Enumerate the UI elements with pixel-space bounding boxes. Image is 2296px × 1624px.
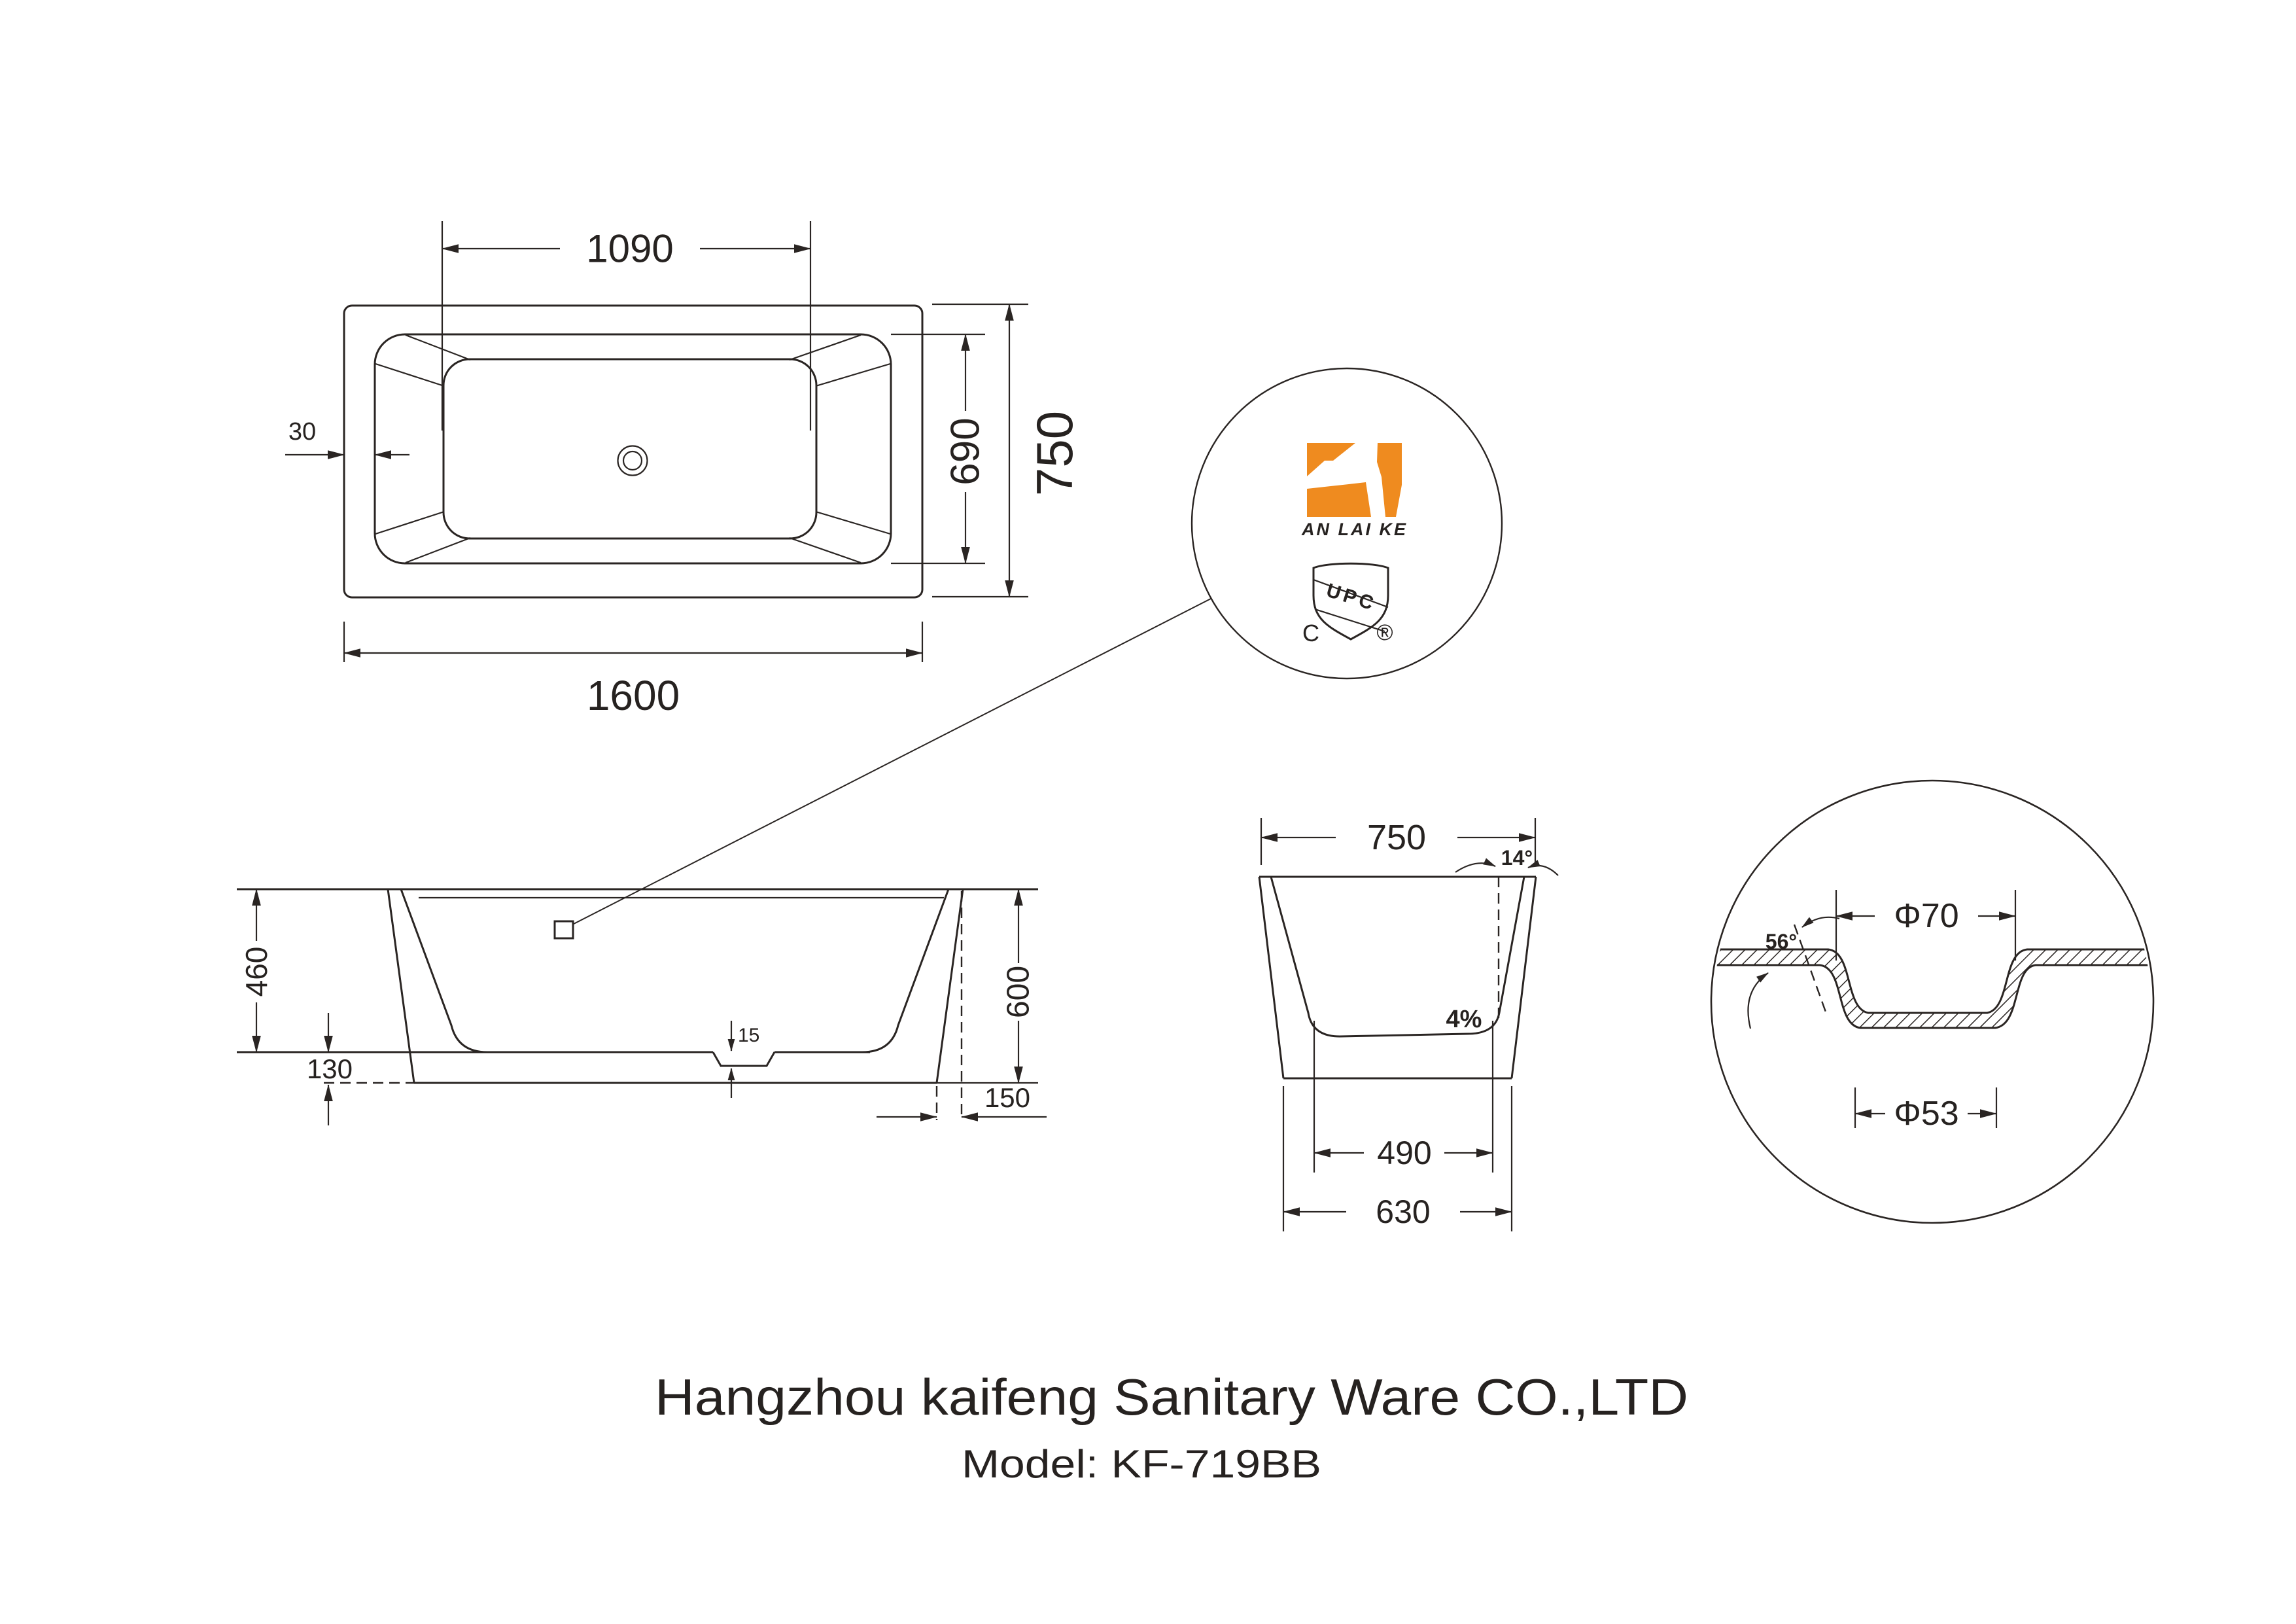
dim-recess-depth: 15: [727, 1021, 759, 1098]
dim-outer-length: 1600: [343, 622, 924, 719]
end-view: 750 14° 4% 490 630: [1258, 818, 1559, 1231]
dim-label-630: 630: [1376, 1193, 1430, 1230]
dim-label-600: 600: [1001, 966, 1036, 1018]
dim-inner-length: 1090: [441, 221, 812, 431]
detail-circle: [1710, 779, 2155, 1224]
dim-label-30: 30: [288, 418, 316, 446]
cert-r-label: ®: [1376, 620, 1393, 645]
dim-label-56deg: 56°: [1765, 930, 1797, 953]
brand-name-label: AN LAI KE: [1301, 520, 1408, 539]
dim-label-1600: 1600: [587, 672, 680, 719]
dim-base-width: 630: [1282, 1086, 1513, 1231]
drain-icon: [617, 445, 648, 476]
dim-label-14deg: 14°: [1501, 846, 1533, 870]
dim-depth: 460: [239, 889, 273, 1053]
dim-label-750-end: 750: [1367, 818, 1426, 857]
dim-skirt-height: 130: [307, 1013, 353, 1125]
leader-line: [573, 598, 1211, 925]
dim-label-15: 15: [738, 1025, 759, 1046]
model-number: Model: KF-719BB: [962, 1442, 1321, 1486]
dim-inner-width: 690: [891, 333, 988, 565]
dim-outer-width: 750: [932, 303, 1083, 598]
drain-detail: Φ70 Φ53 56°: [1710, 779, 2155, 1224]
overflow-icon: [553, 920, 574, 940]
plan-basin-edge: [442, 358, 818, 540]
dim-label-150: 150: [984, 1082, 1030, 1113]
dim-rim-lip: 30: [285, 418, 409, 459]
dim-label-750-plan: 750: [1026, 411, 1083, 496]
dim-slope-angle: 56°: [1747, 916, 1840, 1029]
upc-shield-icon: UPC: [1312, 562, 1389, 641]
dim-floor-width: 490: [1313, 1021, 1494, 1173]
dim-end-outer-width: 750: [1260, 818, 1537, 865]
plan-rim-edge: [374, 333, 892, 565]
dim-base-inset: 150: [877, 891, 1047, 1121]
brand-logo-icon: [1307, 443, 1402, 517]
floor-section-hatch: [1714, 948, 2151, 1029]
title-block: Hangzhou kaifeng Sanitary Ware CO.,LTD M…: [655, 1368, 1688, 1486]
dim-label-4pct: 4%: [1446, 1006, 1482, 1033]
brand-bubble: AN LAI KE UPC C ®: [573, 367, 1503, 925]
detail-bubble-circle: [1191, 367, 1503, 680]
top-view: 1090 1600 750 690 30: [285, 221, 1083, 719]
cert-c-label: C: [1302, 620, 1319, 646]
dim-label-690: 690: [943, 417, 988, 485]
company-name: Hangzhou kaifeng Sanitary Ware CO.,LTD: [655, 1368, 1688, 1426]
plan-corner-bevels: [375, 334, 891, 564]
dim-recess-diameter: Φ70: [1835, 890, 2017, 961]
dim-label-460: 460: [239, 947, 273, 997]
dim-label-130: 130: [307, 1053, 353, 1084]
dim-label-1090: 1090: [586, 227, 673, 271]
drain-recess-profile: [712, 1051, 776, 1067]
dim-total-height: 600: [1001, 889, 1036, 1084]
dim-wall-angle: 14°: [1455, 846, 1559, 876]
side-view: 460 130 15 600 150: [237, 888, 1047, 1125]
dim-hole-diameter: Φ53: [1854, 1087, 1998, 1133]
dim-label-phi70: Φ70: [1894, 897, 1958, 935]
dim-label-phi53: Φ53: [1894, 1095, 1958, 1133]
dim-label-490: 490: [1377, 1135, 1431, 1171]
